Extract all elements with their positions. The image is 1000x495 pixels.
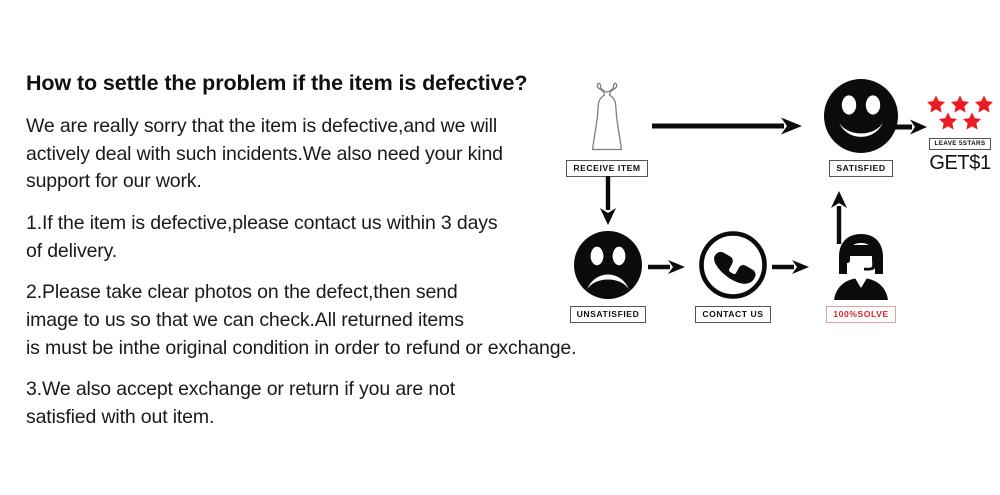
policy-text-column: How to settle the problem if the item is… (26, 70, 666, 446)
flow-arrow-receive-to-unsatisfied (598, 176, 618, 231)
page-title: How to settle the problem if the item is… (26, 71, 528, 95)
flow-node-satisfied: SATISFIED (806, 78, 916, 177)
policy-line: actively deal with such incidents.We als… (26, 142, 503, 165)
flow-arrow-receive-to-satisfied (652, 116, 804, 141)
five-stars-icon (923, 94, 997, 132)
sad-face-icon (556, 230, 660, 304)
star-row-bottom (923, 111, 997, 132)
policy-line: support for our work. (26, 170, 202, 193)
flow-node-label-unsatisfied: UNSATISFIED (569, 305, 647, 323)
flow-node-label-leave-5stars: LEAVE 5STARS (928, 137, 992, 151)
star-icon (962, 112, 982, 130)
flow-node-contact-us: CONTACT US (681, 230, 785, 323)
flow-node-label-satisfied: SATISFIED (829, 159, 893, 177)
flow-arrow-contact-to-solve (772, 258, 810, 281)
policy-paragraph-intro: We are really sorry that the item is def… (26, 113, 666, 196)
star-row-top (923, 94, 997, 115)
policy-line: of delivery. (26, 239, 118, 262)
phone-in-circle-icon (681, 230, 785, 304)
policy-paragraph-item-1: 1.If the item is defective,please contac… (26, 210, 666, 265)
policy-line: We are really sorry that the item is def… (26, 114, 498, 137)
policy-line: image to us so that we can check.All ret… (26, 309, 464, 331)
policy-line: 1.If the item is defective,please contac… (26, 211, 498, 234)
star-icon (926, 95, 946, 113)
policy-line: 2.Please take clear photos on the defect… (26, 281, 458, 304)
flow-arrow-unsatisfied-to-contact (648, 258, 686, 281)
policy-line: is must be inthe original condition in o… (26, 336, 577, 359)
support-agent-icon (806, 230, 916, 304)
flow-arrow-solve-to-satisfied (829, 190, 849, 249)
star-icon (950, 95, 970, 113)
policy-paragraph-item-3: 3.We also accept exchange or return if y… (26, 376, 666, 431)
star-icon (974, 95, 994, 113)
flow-arrow-satisfied-to-reward (886, 118, 928, 141)
flow-node-label-receive-item: RECEIVE ITEM (566, 159, 648, 177)
flow-node-label-contact-us: CONTACT US (695, 305, 771, 323)
dress-icon (558, 76, 656, 158)
policy-line: 3.We also accept exchange or return if y… (26, 378, 455, 401)
flow-node-solve: 100%SOLVE (806, 230, 916, 323)
returns-flow-diagram: RECEIVE ITEM SATISFIED LEAVE (548, 72, 1000, 342)
flow-node-unsatisfied: UNSATISFIED (556, 230, 660, 323)
star-icon (938, 112, 958, 130)
flow-node-reward: LEAVE 5STARS GET$1 (920, 94, 1000, 173)
flow-node-label-solve: 100%SOLVE (826, 305, 896, 323)
reward-amount-text: GET$1 (929, 152, 991, 175)
policy-paragraph-item-2: 2.Please take clear photos on the defect… (26, 279, 666, 362)
policy-line: satisfied with out item. (26, 406, 215, 429)
flow-node-receive-item: RECEIVE ITEM (558, 76, 656, 177)
smiley-face-icon (806, 78, 916, 158)
